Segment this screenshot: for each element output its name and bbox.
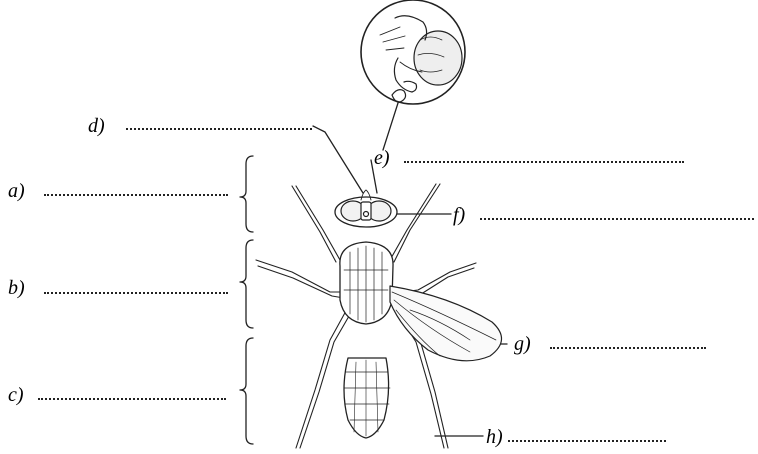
answer-line-g[interactable]: [550, 347, 706, 349]
fly-abdomen: [344, 358, 390, 438]
label-d: d): [88, 116, 105, 136]
answer-line-b[interactable]: [44, 292, 228, 294]
answer-line-a[interactable]: [44, 194, 228, 196]
answer-line-c[interactable]: [38, 398, 226, 400]
answer-line-f[interactable]: [480, 218, 754, 220]
label-g: g): [514, 334, 531, 354]
label-c: c): [8, 385, 24, 405]
label-a: a): [8, 181, 25, 201]
answer-line-h[interactable]: [508, 440, 666, 442]
label-h: h): [486, 427, 503, 447]
magnified-head-inset: [361, 0, 465, 104]
label-b: b): [8, 278, 25, 298]
brace-head: [240, 156, 253, 232]
fly-head: [335, 190, 397, 227]
answer-line-e[interactable]: [404, 161, 684, 163]
brace-thorax: [240, 240, 253, 328]
label-f: f): [453, 205, 465, 225]
fly-thorax: [340, 242, 393, 324]
brace-abdomen: [240, 338, 253, 444]
fly-wing: [390, 286, 502, 361]
answer-line-d[interactable]: [126, 128, 312, 130]
label-e: e): [374, 148, 390, 168]
